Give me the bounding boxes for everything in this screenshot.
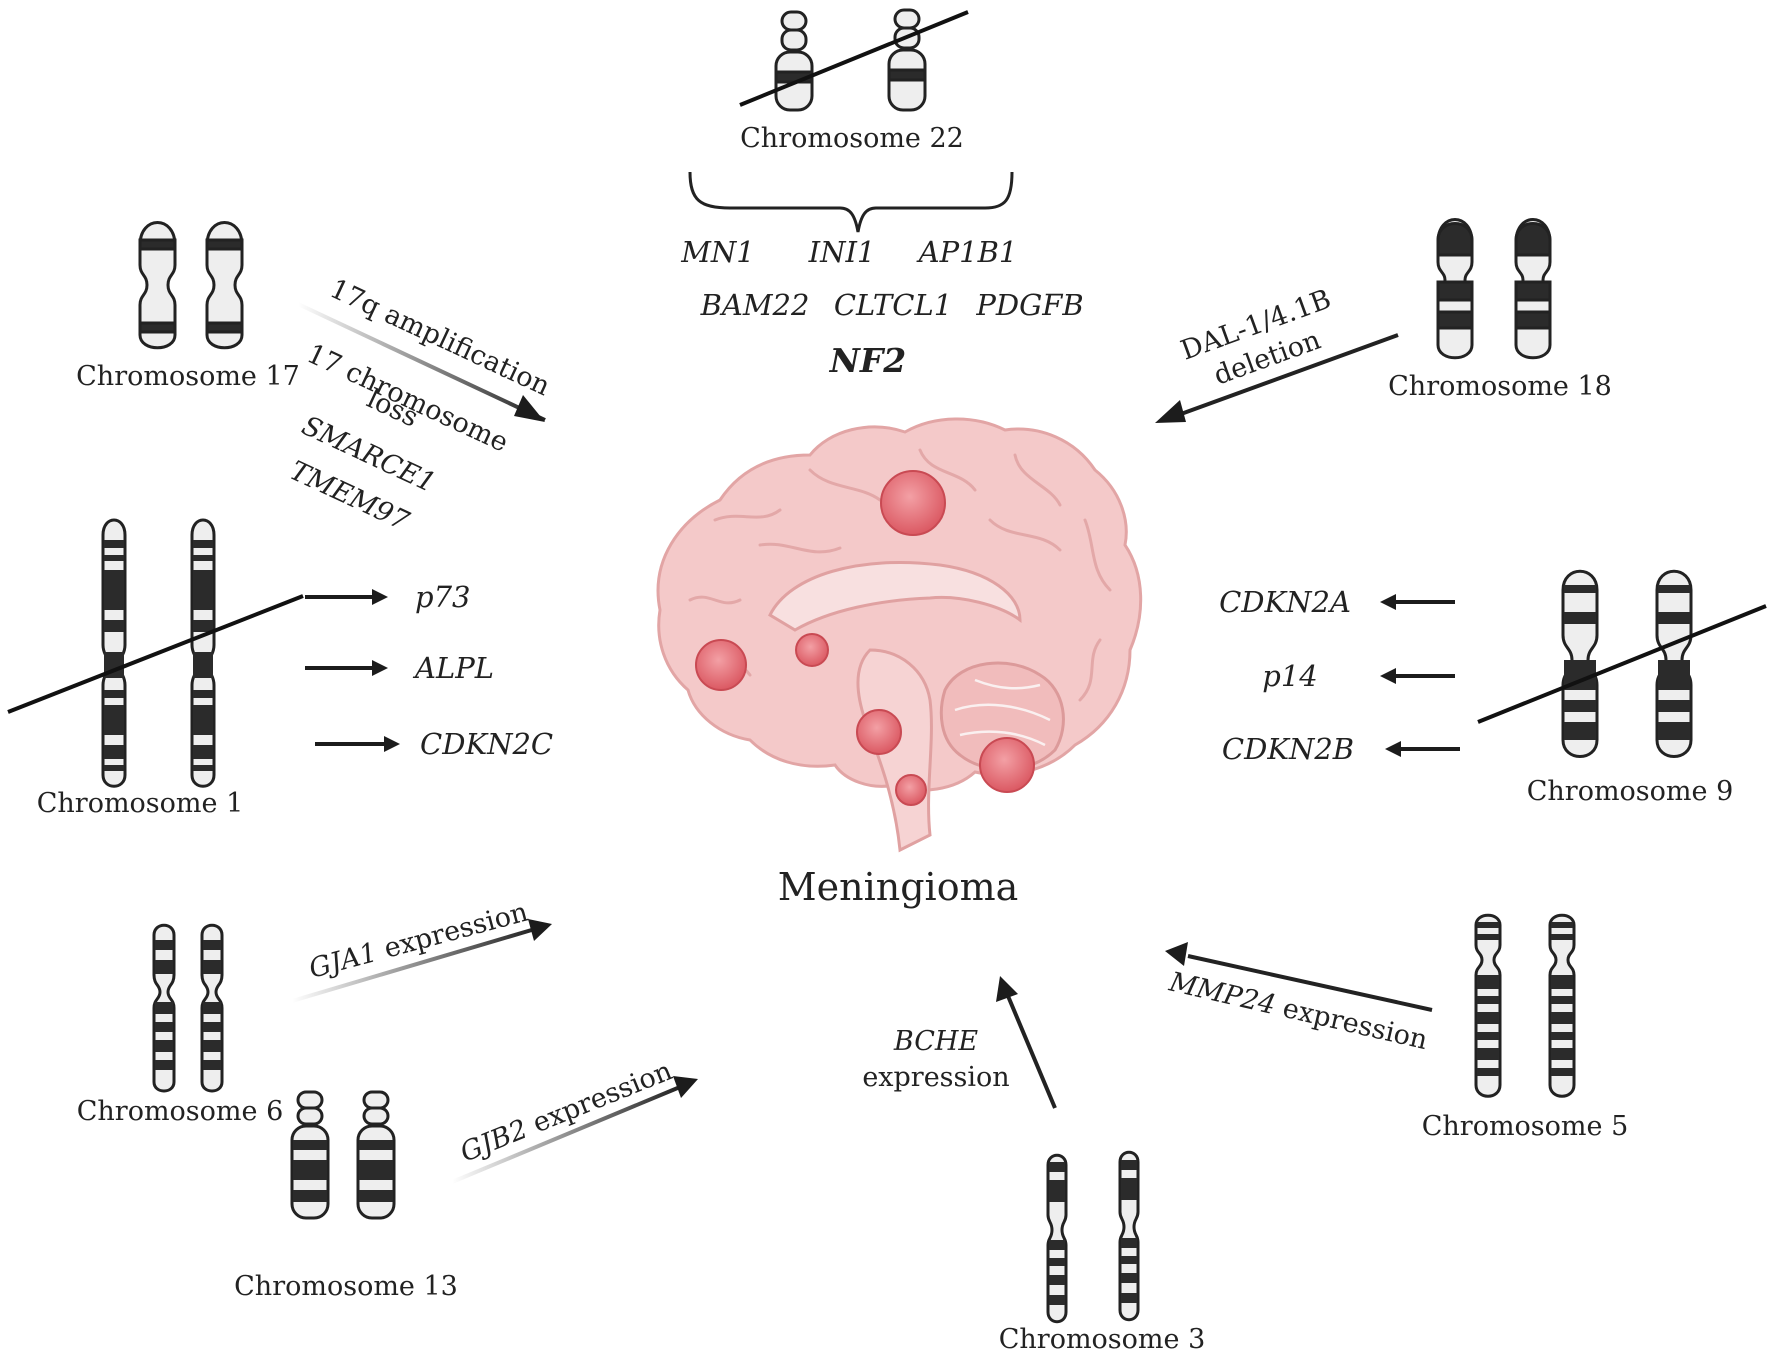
chromosome-5-left [1474, 913, 1502, 1098]
chromosome-5-label: Chromosome 5 [1422, 1111, 1629, 1142]
arrowhead-p73 [372, 589, 388, 605]
chromosome-17-group: Chromosome 17 17q amplification 17 chrom… [76, 221, 555, 538]
chromosome-3-left [1046, 1153, 1068, 1324]
gja1-expression-text: expression [373, 897, 532, 967]
chromosome-13-right [356, 1090, 396, 1220]
chromosome-1-group: Chromosome 1 p73 ALPL CDKN2C [7, 518, 553, 819]
gene-bche: BCHE [893, 1026, 979, 1057]
gene-cdkn2a: CDKN2A [1219, 585, 1351, 619]
chromosome-13-label: Chromosome 13 [234, 1271, 458, 1302]
chromosome-18-label: Chromosome 18 [1388, 371, 1612, 402]
tumor-stem [895, 774, 927, 806]
chromosome-17-right [205, 221, 244, 350]
chromosome-3-group: Chromosome 3 BCHE expression [862, 976, 1205, 1354]
chromosome-3-arrowhead [996, 976, 1018, 1002]
chromosome-6-arrowhead [528, 919, 552, 941]
chromosome-9-group: Chromosome 9 CDKN2A p14 CDKN2B [1219, 569, 1767, 807]
gene-cdkn2b: CDKN2B [1222, 732, 1354, 766]
chromosome-13-left [290, 1090, 330, 1220]
chromosome-18-arrowhead [1155, 400, 1186, 423]
chromosome-3-right [1118, 1150, 1140, 1322]
annot-gjb2: GJB2 expression [456, 1055, 677, 1168]
arrowhead-cdkn2b [1385, 741, 1401, 757]
chromosome-1-deletion-line [7, 594, 304, 714]
gene-cltcl1: CLTCL1 [834, 288, 952, 322]
chromosome-18-arrow [1169, 333, 1399, 420]
gene-gjb2: GJB2 [456, 1114, 532, 1169]
chromosome-9-right [1655, 569, 1693, 758]
chromosome-17-arrow [297, 302, 546, 422]
chromosome-18-group: Chromosome 18 DAL-1/4.1B deletion [1155, 218, 1612, 423]
chromosome-1-label: Chromosome 1 [37, 788, 244, 819]
chromosome-5-right [1548, 913, 1576, 1098]
tumor-top [880, 470, 946, 536]
gene-nf2: NF2 [829, 341, 907, 380]
gene-ap1b1: AP1B1 [916, 235, 1018, 269]
cerebellum [939, 661, 1065, 771]
chromosome-9-label: Chromosome 9 [1527, 776, 1734, 807]
gene-mn1: MN1 [680, 235, 755, 269]
chromosome-17-label: Chromosome 17 [76, 361, 300, 392]
tumor-small [795, 633, 829, 667]
chromosome-5-group: Chromosome 5 MMP24 expression [1165, 913, 1629, 1142]
corpus-callosum [768, 561, 1022, 632]
arrowhead-cdkn2a [1380, 594, 1396, 610]
chromosome-9-left [1561, 569, 1599, 758]
gene-mmp24: MMP24 [1165, 966, 1278, 1021]
curly-brace [688, 171, 1014, 233]
bche-expression-text: expression [862, 1062, 1009, 1093]
gene-cdkn2c: CDKN2C [420, 727, 553, 761]
arrowhead-p14 [1380, 668, 1396, 684]
chromosome-22-right [887, 8, 927, 112]
chromosome-22-deletion-line [739, 10, 969, 107]
chromosome-6-left [152, 923, 176, 1093]
mmp24-expression-text: expression [1271, 991, 1430, 1056]
chromosome-17-arrowhead [514, 395, 545, 422]
chromosome-13-arrow [451, 1085, 681, 1184]
chromosome-6-arrow [291, 927, 536, 1003]
gene-p14: p14 [1262, 659, 1317, 693]
chromosome-18-right [1514, 218, 1552, 360]
tumors [695, 470, 1035, 806]
chromosome-22-label: Chromosome 22 [740, 123, 964, 154]
chromosome-17-left [138, 221, 177, 350]
chromosome-3-arrow [1006, 995, 1057, 1109]
center-title: Meningioma [778, 865, 1019, 909]
gene-pdgfb: PDGFB [975, 288, 1083, 322]
chromosome-9-deletion-line [1477, 604, 1767, 724]
chromosome-6-right [200, 923, 224, 1093]
gene-bam22: BAM22 [700, 288, 810, 322]
chromosome-13-arrowhead [673, 1076, 698, 1098]
chromosome-13-group: Chromosome 13 GJB2 expression [234, 1055, 698, 1302]
brain-illustration [656, 417, 1143, 853]
chromosome-1-right [190, 518, 216, 788]
chromosome-18-left [1436, 218, 1474, 360]
gene-ini1: INI1 [808, 235, 876, 269]
chromosome-3-label: Chromosome 3 [999, 1324, 1206, 1354]
chromosome-5-arrowhead [1165, 942, 1188, 966]
arrowhead-alpl [372, 660, 388, 676]
chromosome-22-left [774, 10, 814, 112]
tumor-cerebellar [979, 737, 1035, 793]
arrowhead-cdkn2c [384, 736, 400, 752]
chromosome-22-group: Chromosome 22 MN1 INI1 AP1B1 BAM22 CLTCL… [680, 8, 1084, 380]
gene-alpl: ALPL [412, 651, 494, 685]
chromosome-1-left [101, 518, 127, 788]
gene-p73: p73 [415, 580, 470, 614]
tumor-base [856, 709, 902, 755]
chromosome-6-label: Chromosome 6 [77, 1096, 284, 1127]
tumor-frontal [695, 639, 747, 691]
chromosome-5-arrow [1187, 954, 1433, 1012]
